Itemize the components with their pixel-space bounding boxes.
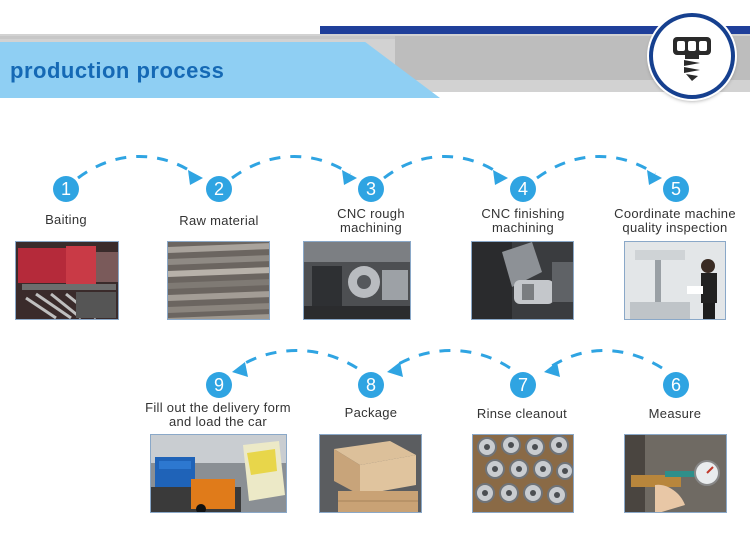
arrow-8-9 (240, 350, 357, 368)
package-photo (319, 434, 422, 513)
step-7-number: 7 (510, 372, 536, 398)
arrow-4-5 (537, 156, 655, 178)
step-9-label: Fill out the delivery form and load the … (128, 401, 308, 429)
inspection-photo (624, 241, 726, 320)
cnc-rough-photo (303, 241, 411, 320)
step-9-number: 9 (206, 372, 232, 398)
rinse-photo (472, 434, 574, 513)
step-2-number: 2 (206, 176, 232, 202)
step-8-label: Package (286, 406, 456, 420)
step-1-number: 1 (53, 176, 79, 202)
cnc-finishing-photo (471, 241, 574, 320)
step-7-label: Rinse cleanout (437, 407, 607, 421)
arrowhead-4 (493, 170, 508, 185)
arrow-2-3 (232, 156, 350, 178)
arrow-6-7 (552, 350, 662, 368)
step-8-number: 8 (358, 372, 384, 398)
step-3-number: 3 (358, 176, 384, 202)
step-6-number: 6 (663, 372, 689, 398)
arrowhead-9 (232, 362, 248, 377)
arrowhead-5 (647, 170, 662, 185)
arrowhead-2 (188, 170, 203, 185)
step-5-number: 5 (663, 176, 689, 202)
baiting-photo (15, 241, 119, 320)
raw-material-photo (167, 241, 270, 320)
measure-photo (624, 434, 727, 513)
step-6-label: Measure (590, 407, 750, 421)
arrow-3-4 (384, 156, 500, 178)
delivery-photo (150, 434, 287, 513)
step-4-number: 4 (510, 176, 536, 202)
step-1-label: Baiting (0, 213, 151, 227)
step-5-label: Coordinate machine quality inspection (590, 207, 750, 235)
arrow-7-8 (395, 350, 510, 368)
step-4-label: CNC finishing machining (438, 207, 608, 235)
arrowhead-3 (342, 170, 357, 185)
step-3-label: CNC rough machining (286, 207, 456, 235)
step-2-label: Raw material (134, 214, 304, 228)
arrow-1-2 (78, 156, 195, 178)
